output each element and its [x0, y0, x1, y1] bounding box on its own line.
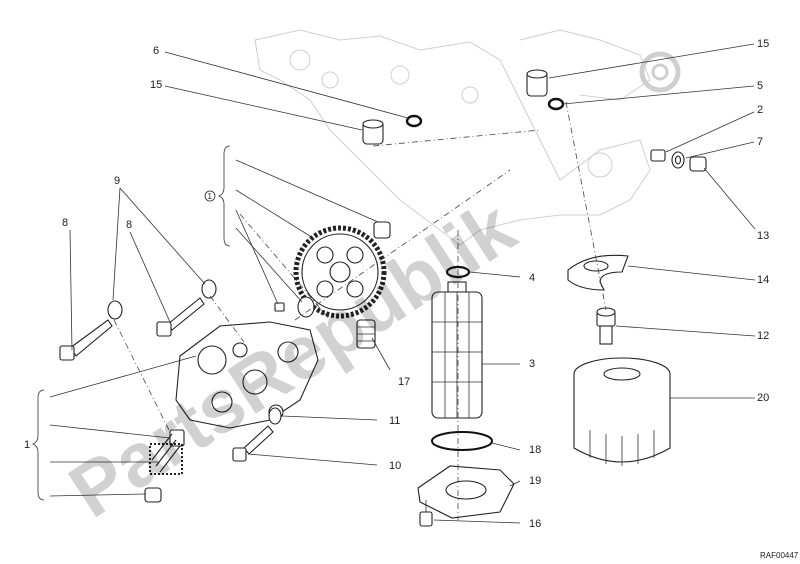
- reference-code: RAF00447: [760, 551, 799, 560]
- callout-19: 19: [529, 475, 541, 487]
- engine-casing-outline: [254, 29, 651, 246]
- gear-logo-icon: [639, 51, 681, 93]
- callout-12: 12: [757, 330, 769, 342]
- part-5-oring: [547, 97, 565, 111]
- part-8-screw-left: [59, 319, 113, 361]
- callout-7: 7: [757, 136, 763, 148]
- part-15-bushing-right: [526, 69, 548, 97]
- callout-14: 14: [757, 274, 769, 286]
- callout-13: 13: [757, 230, 769, 242]
- callout-circled-1: 1: [208, 192, 213, 201]
- callout-2: 2: [757, 104, 763, 116]
- callout-1: 1: [24, 439, 30, 451]
- callout-17: 17: [398, 376, 410, 388]
- callout-5: 5: [757, 80, 763, 92]
- callout-16: 16: [529, 518, 541, 530]
- part-plug: [144, 487, 162, 503]
- callout-8-right: 8: [126, 219, 132, 231]
- part-17-sleeve: [356, 319, 376, 349]
- part-spring: [149, 433, 183, 475]
- part-bushing-gear: [373, 221, 391, 239]
- callout-10: 10: [389, 460, 401, 472]
- callout-15-right: 15: [757, 38, 769, 50]
- callout-20: 20: [757, 392, 769, 404]
- leader-lines: [49, 43, 756, 524]
- part-16-screw: [419, 500, 433, 527]
- part-11-washer: [268, 407, 282, 425]
- bracket-group-circled-1: [204, 145, 231, 247]
- callout-11: 11: [389, 415, 400, 427]
- part-10-screw: [232, 425, 274, 462]
- callout-4: 4: [529, 272, 535, 284]
- part-7-washer: [671, 151, 685, 169]
- part-15-bushing-left: [362, 119, 384, 145]
- callout-9: 9: [114, 175, 120, 187]
- part-9-washer-right: [201, 279, 217, 299]
- assembly-axis-lines: [113, 101, 607, 520]
- part-12-nipple: [596, 307, 616, 345]
- callout-8-left: 8: [62, 217, 68, 229]
- part-key: [274, 302, 285, 312]
- part-8-screw-right: [156, 297, 205, 337]
- part-3-filter-cartridge: [431, 281, 483, 419]
- part-13-screw: [689, 156, 707, 172]
- part-14-bracket: [567, 254, 629, 291]
- callout-15-left: 15: [150, 79, 162, 91]
- callout-6: 6: [153, 45, 159, 57]
- callout-3: 3: [529, 358, 535, 370]
- part-2-plug: [650, 149, 666, 162]
- part-18-oring-large: [431, 431, 493, 451]
- part-20-oil-filter: [573, 357, 671, 466]
- bracket-group-1: [31, 389, 45, 501]
- callout-18: 18: [529, 444, 541, 456]
- part-4-oring: [445, 265, 471, 279]
- part-gear: [293, 225, 387, 319]
- part-9-washer-left: [107, 300, 123, 320]
- part-6-oring: [405, 114, 423, 128]
- part-19-cover-plate: [417, 465, 515, 519]
